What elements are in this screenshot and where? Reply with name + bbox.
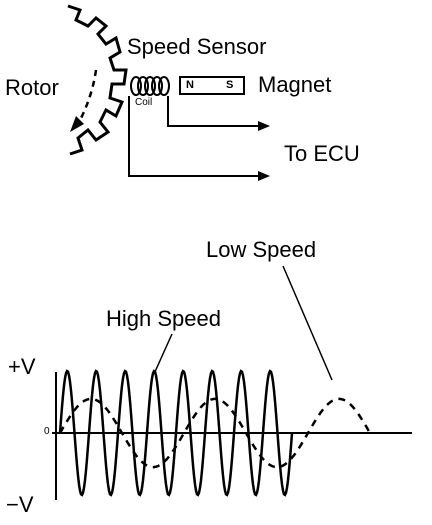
magnet-box: [179, 76, 245, 95]
plus-v-label: +V: [8, 354, 36, 379]
coil-icon: [130, 76, 170, 96]
wire-upper: [167, 96, 262, 127]
rotor-teeth: [67, 4, 128, 156]
low-speed-waveform: [58, 397, 372, 469]
rotation-arrow: [76, 69, 98, 125]
high-speed-leader: [153, 333, 173, 375]
wire-upper-arrowhead: [258, 121, 270, 131]
to-ecu-label: To ECU: [284, 141, 360, 166]
magnet-label: Magnet: [258, 72, 332, 97]
wire-lower-arrowhead: [258, 171, 270, 181]
minus-v-label: −V: [6, 492, 34, 517]
high-speed-label: High Speed: [106, 306, 221, 331]
low-speed-leader: [282, 265, 333, 381]
speed-sensor-label: Speed Sensor: [127, 34, 267, 59]
magnet-n-label: N: [186, 79, 194, 91]
coil-label: Coil: [135, 97, 153, 108]
zero-label: 0: [44, 426, 50, 437]
high-speed-waveform: [58, 369, 294, 497]
magnet-s-label: S: [226, 79, 234, 91]
rotor-label: Rotor: [5, 75, 59, 100]
rotation-arrowhead: [70, 116, 84, 132]
wire-lower: [128, 96, 262, 177]
low-speed-label: Low Speed: [206, 237, 317, 262]
